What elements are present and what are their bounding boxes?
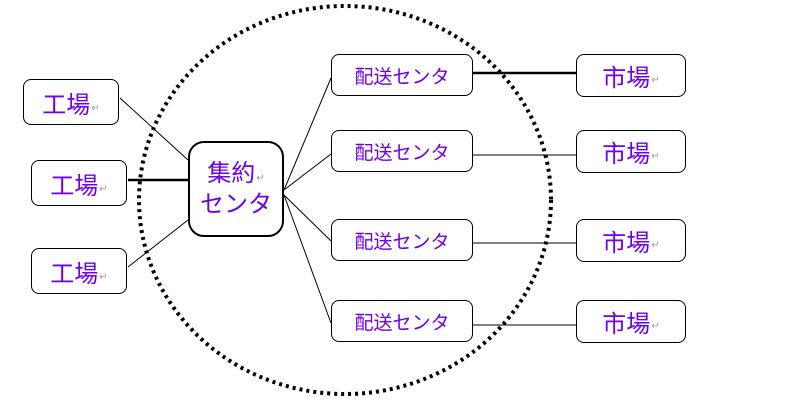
factory-node-2[interactable]: 工場↵ <box>31 160 127 206</box>
factory-label: 工場 <box>50 171 99 200</box>
link-factory-1-hub <box>119 97 189 161</box>
market-label: 市場 <box>602 310 651 338</box>
link-factory-3-hub <box>127 219 189 268</box>
return-mark-icon: ↵ <box>651 151 660 162</box>
hub-label-line-2: センタ <box>200 190 272 218</box>
distribution-center-label: 配送センタ <box>354 141 450 164</box>
factory-label: 工場 <box>50 259 99 288</box>
return-mark-icon: ↵ <box>651 240 660 251</box>
distribution-center-node-2[interactable]: 配送センタ <box>331 130 473 172</box>
return-mark-icon: ↵ <box>99 272 108 283</box>
market-node-2[interactable]: 市場↵ <box>576 130 686 173</box>
dotted-boundary-circle <box>137 4 553 396</box>
hub-line-1-row: 集約↵ <box>207 158 264 189</box>
distribution-center-node-3[interactable]: 配送センタ <box>331 219 473 261</box>
return-mark-icon: ↵ <box>651 321 660 332</box>
distribution-center-label: 配送センタ <box>354 311 450 334</box>
market-label: 市場 <box>602 229 651 257</box>
factory-label: 工場 <box>42 90 91 119</box>
consolidation-center-node[interactable]: 集約↵ センタ <box>188 141 284 237</box>
market-node-1[interactable]: 市場↵ <box>576 54 686 97</box>
hub-label-line-1: 集約 <box>207 158 256 187</box>
return-mark-icon: ↵ <box>91 103 100 114</box>
distribution-center-node-4[interactable]: 配送センタ <box>331 300 473 342</box>
market-node-4[interactable]: 市場↵ <box>576 300 686 343</box>
link-hub-dc-3 <box>283 194 332 242</box>
distribution-center-label: 配送センタ <box>354 65 450 88</box>
link-hub-dc-4 <box>283 194 332 324</box>
distribution-center-node-1[interactable]: 配送センタ <box>331 54 473 96</box>
return-mark-icon: ↵ <box>99 184 108 195</box>
distribution-center-label: 配送センタ <box>354 230 450 253</box>
factory-node-3[interactable]: 工場↵ <box>31 248 127 294</box>
link-hub-dc-1 <box>283 77 332 191</box>
link-hub-dc-2 <box>283 153 332 191</box>
market-label: 市場 <box>602 140 651 168</box>
market-node-3[interactable]: 市場↵ <box>576 219 686 262</box>
factory-node-1[interactable]: 工場↵ <box>23 79 119 125</box>
return-mark-icon: ↵ <box>256 172 265 184</box>
market-label: 市場 <box>602 64 651 92</box>
return-mark-icon: ↵ <box>651 75 660 86</box>
